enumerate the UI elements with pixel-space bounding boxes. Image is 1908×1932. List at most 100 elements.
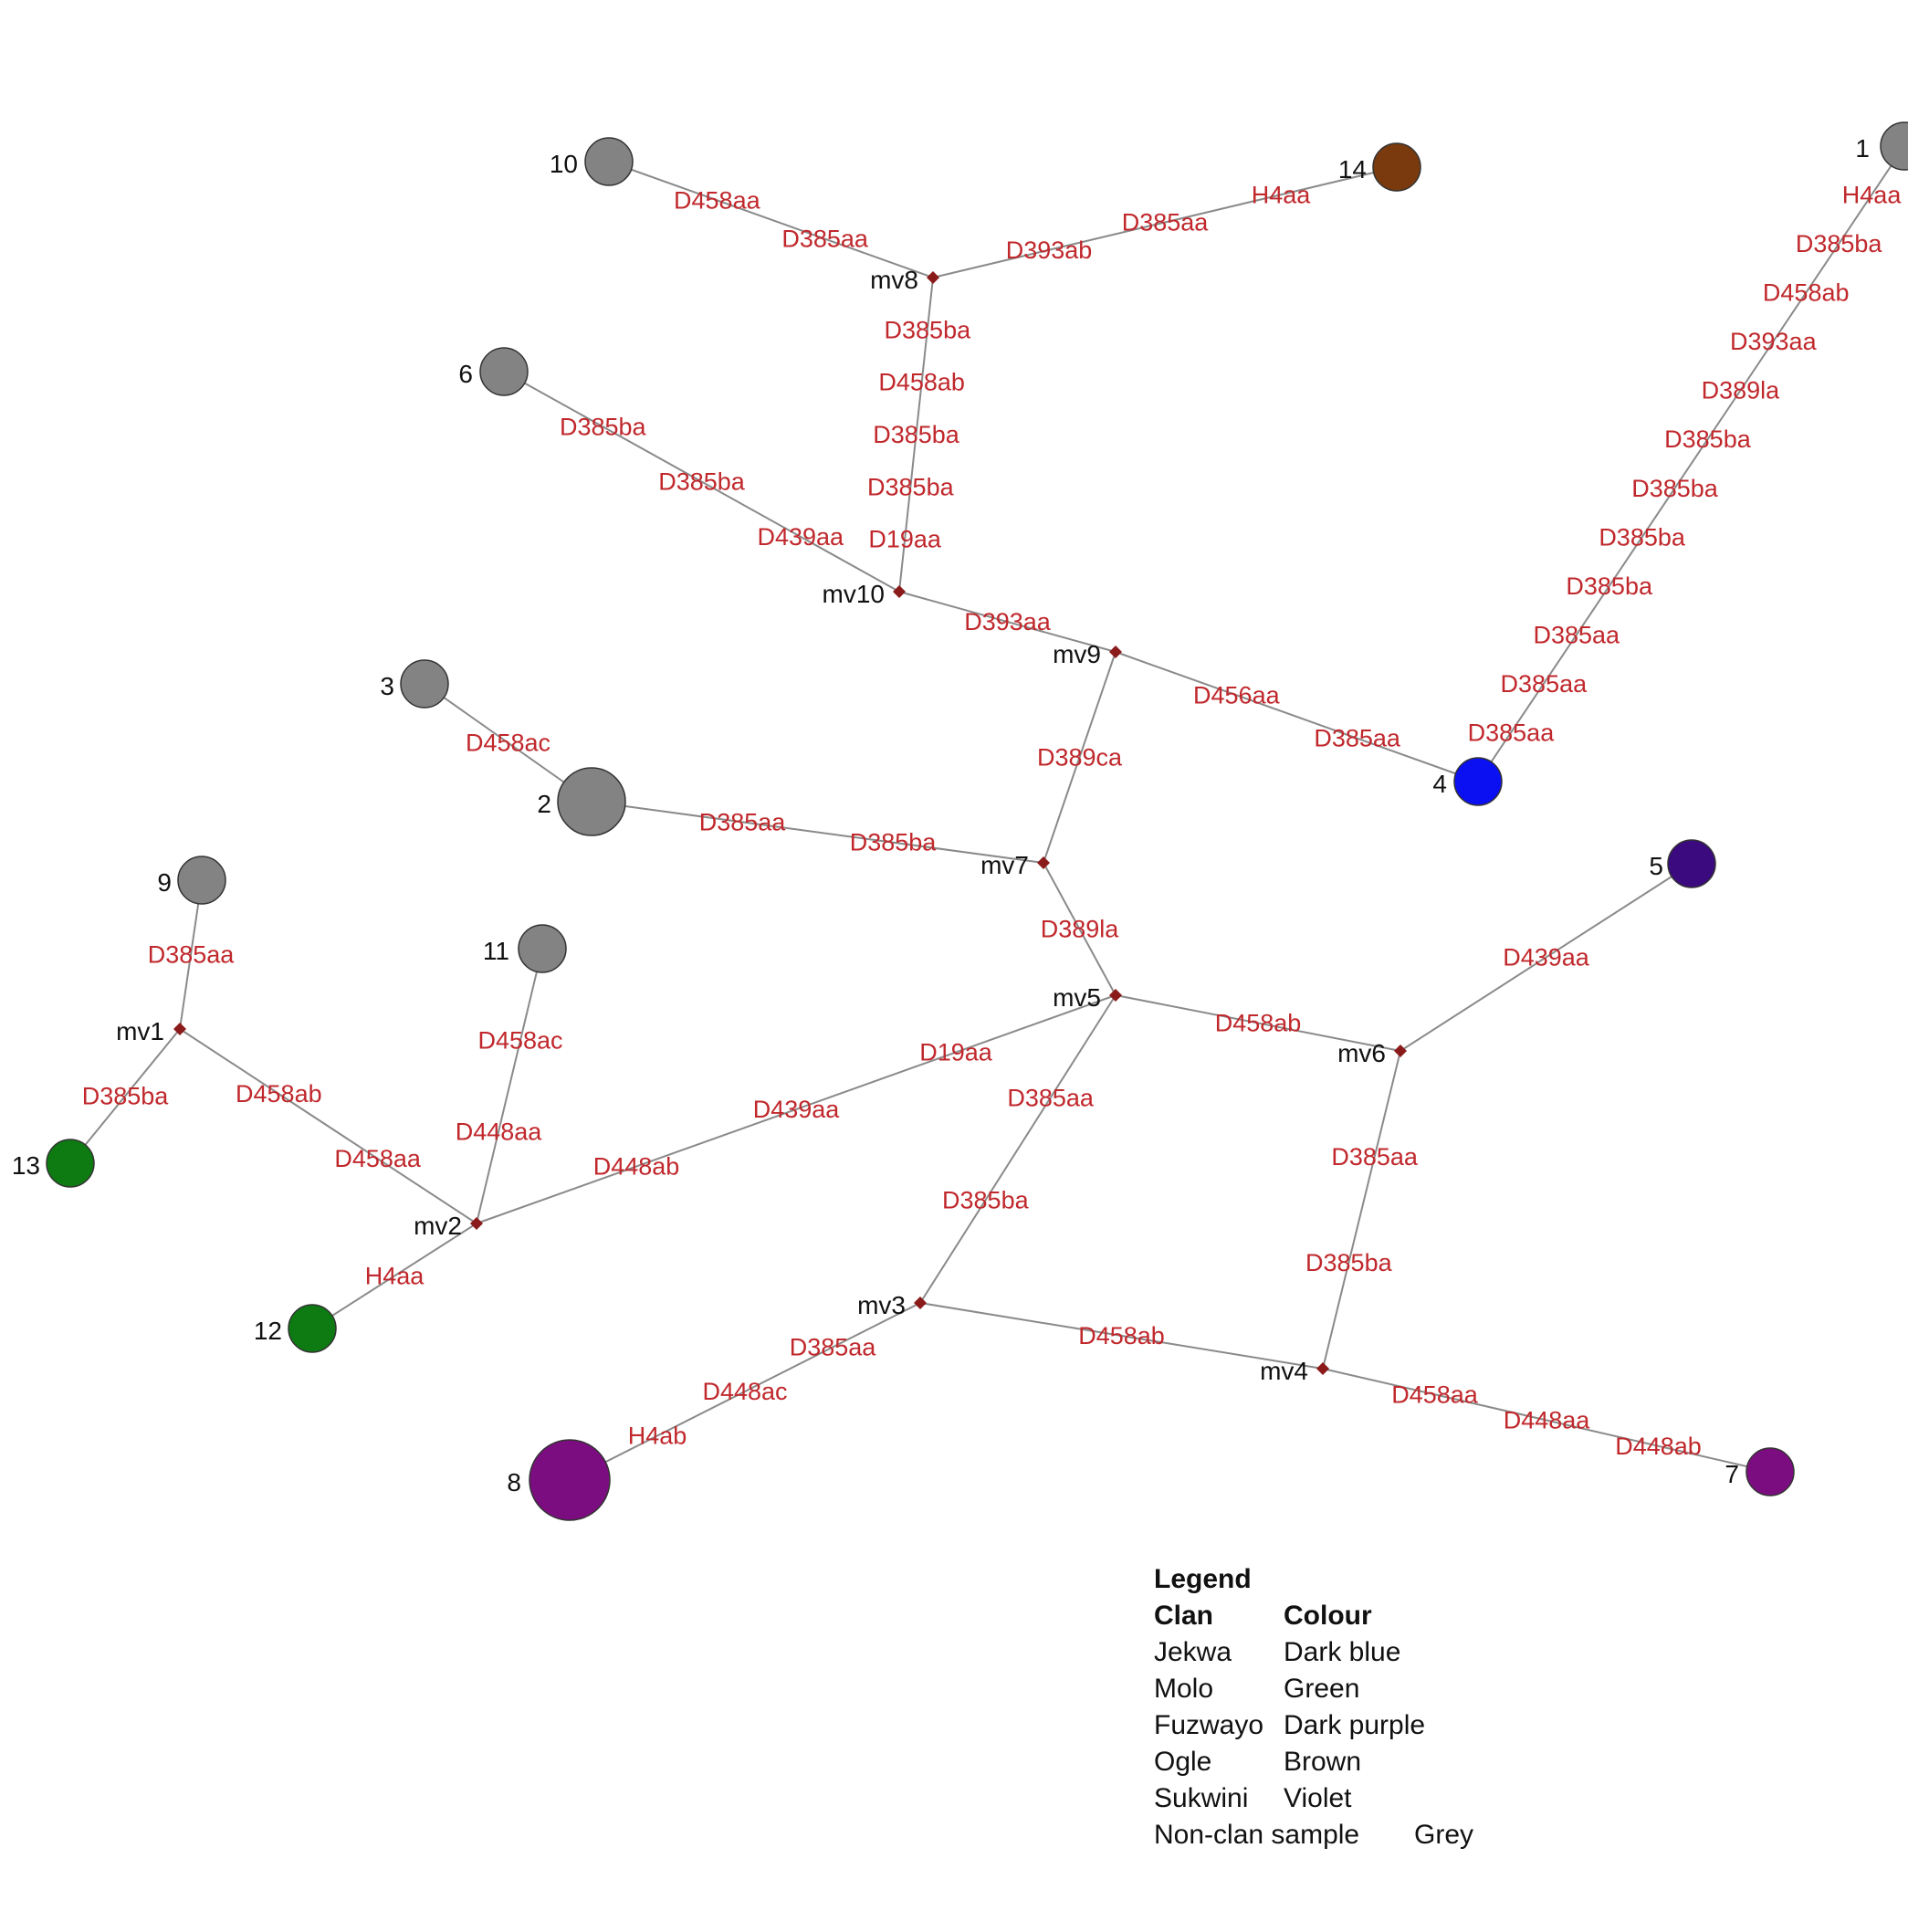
median-vector-mv4: mv4 (1260, 1357, 1329, 1385)
node-label: mv1 (116, 1017, 164, 1045)
sample-node-11: 11 (483, 924, 567, 973)
median-vector-diamond (1037, 856, 1050, 869)
mutation-label: D458ab (1763, 279, 1850, 307)
median-vector-diamond (173, 1023, 186, 1035)
edge-14-mv8 (932, 166, 1398, 278)
sample-node-13: 13 (12, 1139, 95, 1188)
sample-node-3: 3 (380, 659, 449, 709)
mutation-label: D448ab (1615, 1433, 1702, 1460)
mutation-label: D458ab (878, 369, 965, 396)
sample-node-9: 9 (157, 856, 226, 905)
node-label: mv4 (1260, 1357, 1308, 1385)
edge-10-mv8 (608, 161, 934, 278)
median-vector-diamond (914, 1297, 927, 1309)
sample-node-circle (1453, 757, 1503, 806)
node-label: mv8 (870, 266, 918, 294)
legend-clan: Sukwini (1154, 1783, 1249, 1813)
mutation-label: D385aa (1314, 725, 1401, 752)
mutation-label: D385ba (658, 468, 746, 496)
mutation-label: H4ab (628, 1423, 687, 1450)
mutation-label: D385aa (1501, 670, 1588, 698)
median-vector-mv7: mv7 (980, 851, 1050, 879)
mutation-label: D393ab (1006, 236, 1093, 264)
sample-node-circle (518, 924, 567, 973)
legend-clan: Non-clan sample (1154, 1820, 1360, 1850)
mutation-label: D385ba (850, 829, 938, 856)
sample-node-circle (557, 767, 626, 836)
legend-row-non-clan: Non-clan sample Grey (1154, 1817, 1473, 1853)
node-layer: 1234567891011121314mv1mv2mv3mv4mv5mv6mv7… (12, 121, 1908, 1521)
mutation-label: D385ba (1664, 425, 1752, 453)
sample-node-12: 12 (254, 1304, 337, 1353)
mutation-label: D385ba (873, 421, 960, 448)
legend-colour: Dark purple (1284, 1710, 1426, 1740)
node-label: 5 (1649, 852, 1663, 880)
mutation-label: D385aa (699, 808, 787, 835)
legend-row-ogle: Ogle Brown (1154, 1744, 1473, 1780)
mutation-label: D393aa (1730, 328, 1818, 355)
mutation-label: D19aa (868, 526, 942, 553)
mutation-label: D385aa (781, 226, 869, 253)
legend-row-molo: Molo Green (1154, 1671, 1473, 1707)
mutation-label: D385aa (1122, 209, 1210, 236)
legend-colour: Grey (1414, 1820, 1474, 1850)
mutation-label: D448ac (702, 1378, 787, 1405)
mutation-label: D448aa (1504, 1407, 1591, 1434)
edge-mv3-mv4 (919, 1302, 1324, 1370)
edge-mv1-13 (69, 1028, 181, 1164)
mutation-label: D385ba (82, 1083, 170, 1110)
node-label: 7 (1725, 1460, 1739, 1488)
median-vector-diamond (927, 271, 939, 284)
edge-mv9-mv7 (1043, 651, 1116, 864)
median-vector-mv10: mv10 (823, 580, 906, 608)
sample-node-5: 5 (1649, 839, 1716, 888)
legend-clan: Molo (1154, 1674, 1214, 1704)
mutation-label: D458aa (334, 1145, 422, 1172)
node-label: mv3 (857, 1291, 906, 1319)
mutation-label: D385ba (1566, 572, 1653, 600)
edge-mv5-mv3 (919, 994, 1116, 1304)
mutation-label: H4aa (1842, 182, 1903, 209)
median-vector-mv6: mv6 (1337, 1039, 1407, 1067)
mutation-label: D385ba (1796, 230, 1883, 257)
sample-node-circle (529, 1439, 611, 1521)
median-vector-diamond (1394, 1045, 1407, 1057)
median-vector-mv2: mv2 (414, 1212, 483, 1240)
sample-node-circle (1372, 142, 1421, 192)
mutation-label: D385ba (942, 1187, 1030, 1214)
edge-mv3-8 (569, 1302, 921, 1481)
sample-node-circle (1667, 839, 1716, 888)
mutation-label: D448ab (593, 1153, 680, 1181)
median-vector-diamond (1109, 646, 1122, 658)
sample-node-circle (479, 347, 529, 396)
mutation-label: D458ac (466, 730, 550, 757)
mutation-label: D385aa (1331, 1143, 1419, 1171)
mutation-label: D458ac (477, 1026, 562, 1054)
mutation-label: D389la (1702, 377, 1781, 404)
mutation-label: D458aa (674, 186, 761, 214)
sample-node-circle (584, 137, 634, 186)
edge-mv5-mv2 (476, 994, 1116, 1224)
sample-node-circle (1880, 121, 1908, 171)
edge-mv1-mv2 (179, 1028, 477, 1224)
node-label: 12 (254, 1317, 282, 1345)
mutation-label: D385aa (1533, 621, 1620, 648)
node-label: 11 (483, 937, 509, 965)
mutation-label-layer: D458aaD385aaH4aaD385aaD393abD385baD458ab… (82, 181, 1903, 1460)
node-label: 2 (537, 790, 551, 818)
mutation-label: D385ba (1305, 1249, 1393, 1276)
edge-mv5-mv6 (1115, 994, 1401, 1052)
mutation-label: D458ab (236, 1080, 322, 1108)
mutation-label: D385aa (1468, 719, 1556, 746)
mutation-label: D385ba (560, 413, 647, 440)
edge-mv10-mv9 (898, 591, 1116, 653)
node-label: 6 (458, 360, 473, 388)
edge-6-mv10 (503, 371, 900, 593)
node-label: 4 (1432, 770, 1447, 798)
node-label: mv7 (980, 851, 1029, 879)
median-vector-mv8: mv8 (870, 266, 939, 294)
mutation-label: D385aa (1007, 1084, 1095, 1111)
sample-node-circle (288, 1304, 337, 1353)
mutation-label: H4aa (365, 1263, 425, 1290)
mutation-label: D385ba (1599, 523, 1686, 551)
